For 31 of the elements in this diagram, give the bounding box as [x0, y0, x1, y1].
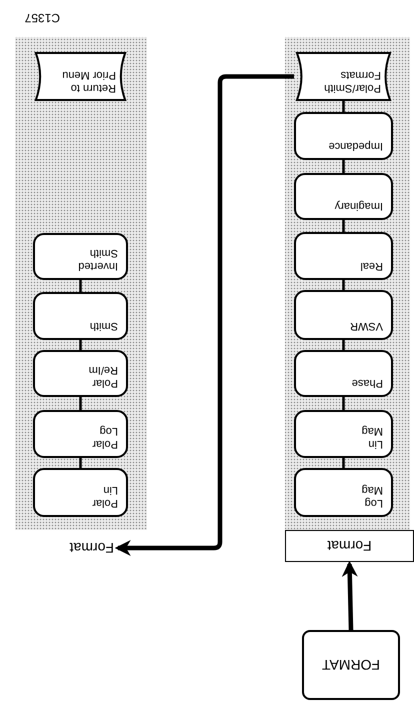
connector-line	[342, 160, 345, 173]
softkey: Impedance	[294, 112, 393, 160]
connector-line	[342, 220, 345, 232]
softkey: Smith	[33, 292, 128, 340]
figure-number: C1357	[24, 11, 60, 25]
softkey: VSWR	[294, 290, 393, 340]
softkey: Imaginary	[294, 173, 393, 220]
connector-line	[79, 397, 82, 410]
connector-line	[342, 100, 345, 112]
connector-line	[342, 280, 345, 290]
hardkey: FORMAT	[302, 630, 400, 700]
menu-title-bar: Format	[285, 530, 414, 562]
connector-line	[79, 280, 82, 292]
softkey: Log Mag	[294, 468, 393, 517]
softkey: Lin Mag	[294, 410, 393, 458]
menu-key: Polar/Smith Formats	[294, 53, 393, 100]
softkey: Polar Re/Im	[33, 350, 128, 397]
softkey: Polar Log	[33, 410, 128, 458]
arrow	[114, 74, 294, 556]
softkey: Polar Lin	[33, 468, 128, 517]
connector-line	[79, 340, 82, 350]
arrow	[342, 560, 358, 630]
connector-line	[342, 397, 345, 410]
connector-line	[79, 458, 82, 468]
softkey: Real	[294, 232, 393, 280]
menu-key: Return to Prior Menu	[33, 53, 128, 100]
menu-title: Format	[52, 538, 114, 558]
softkey: Inverted Smith	[33, 233, 128, 280]
connector-line	[342, 458, 345, 468]
softkey: Phase	[294, 350, 393, 397]
connector-line	[342, 340, 345, 350]
